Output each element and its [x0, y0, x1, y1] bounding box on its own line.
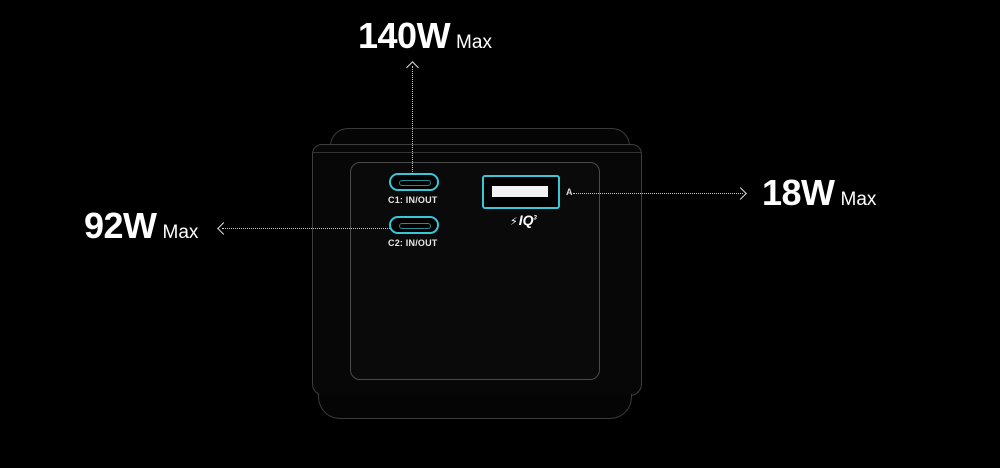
power-unit-c1: Max — [456, 32, 492, 53]
poweriq-logo: ⚡IQ3 — [510, 212, 537, 228]
bolt-icon: ⚡ — [510, 216, 518, 228]
usb-a-tongue — [492, 186, 548, 197]
poweriq-version: 3 — [533, 215, 537, 222]
power-unit-c2: Max — [162, 222, 199, 243]
charger-rim-line — [312, 152, 642, 153]
poweriq-text: IQ — [518, 212, 534, 228]
arrow-right-icon — [734, 187, 747, 200]
usb-c2-port — [389, 216, 439, 234]
arrow-up-icon — [406, 61, 419, 74]
usb-c1-port — [389, 173, 439, 191]
usb-c1-caption: C1: IN/OUT — [388, 195, 438, 205]
power-value-c1: 140W — [358, 15, 451, 56]
leader-line-top — [412, 66, 413, 174]
charger-bottom-cap — [318, 394, 632, 419]
port-panel — [350, 162, 600, 380]
usb-a-letter: A — [566, 187, 573, 197]
leader-line-left — [222, 228, 390, 229]
usb-a-port — [482, 175, 560, 209]
power-value-c2: 92W — [84, 205, 157, 246]
arrow-left-icon — [217, 222, 230, 235]
leader-line-right — [573, 193, 743, 194]
power-unit-usba: Max — [840, 189, 877, 210]
power-value-usba: 18W — [762, 172, 835, 213]
usb-c2-caption: C2: IN/OUT — [388, 238, 438, 248]
